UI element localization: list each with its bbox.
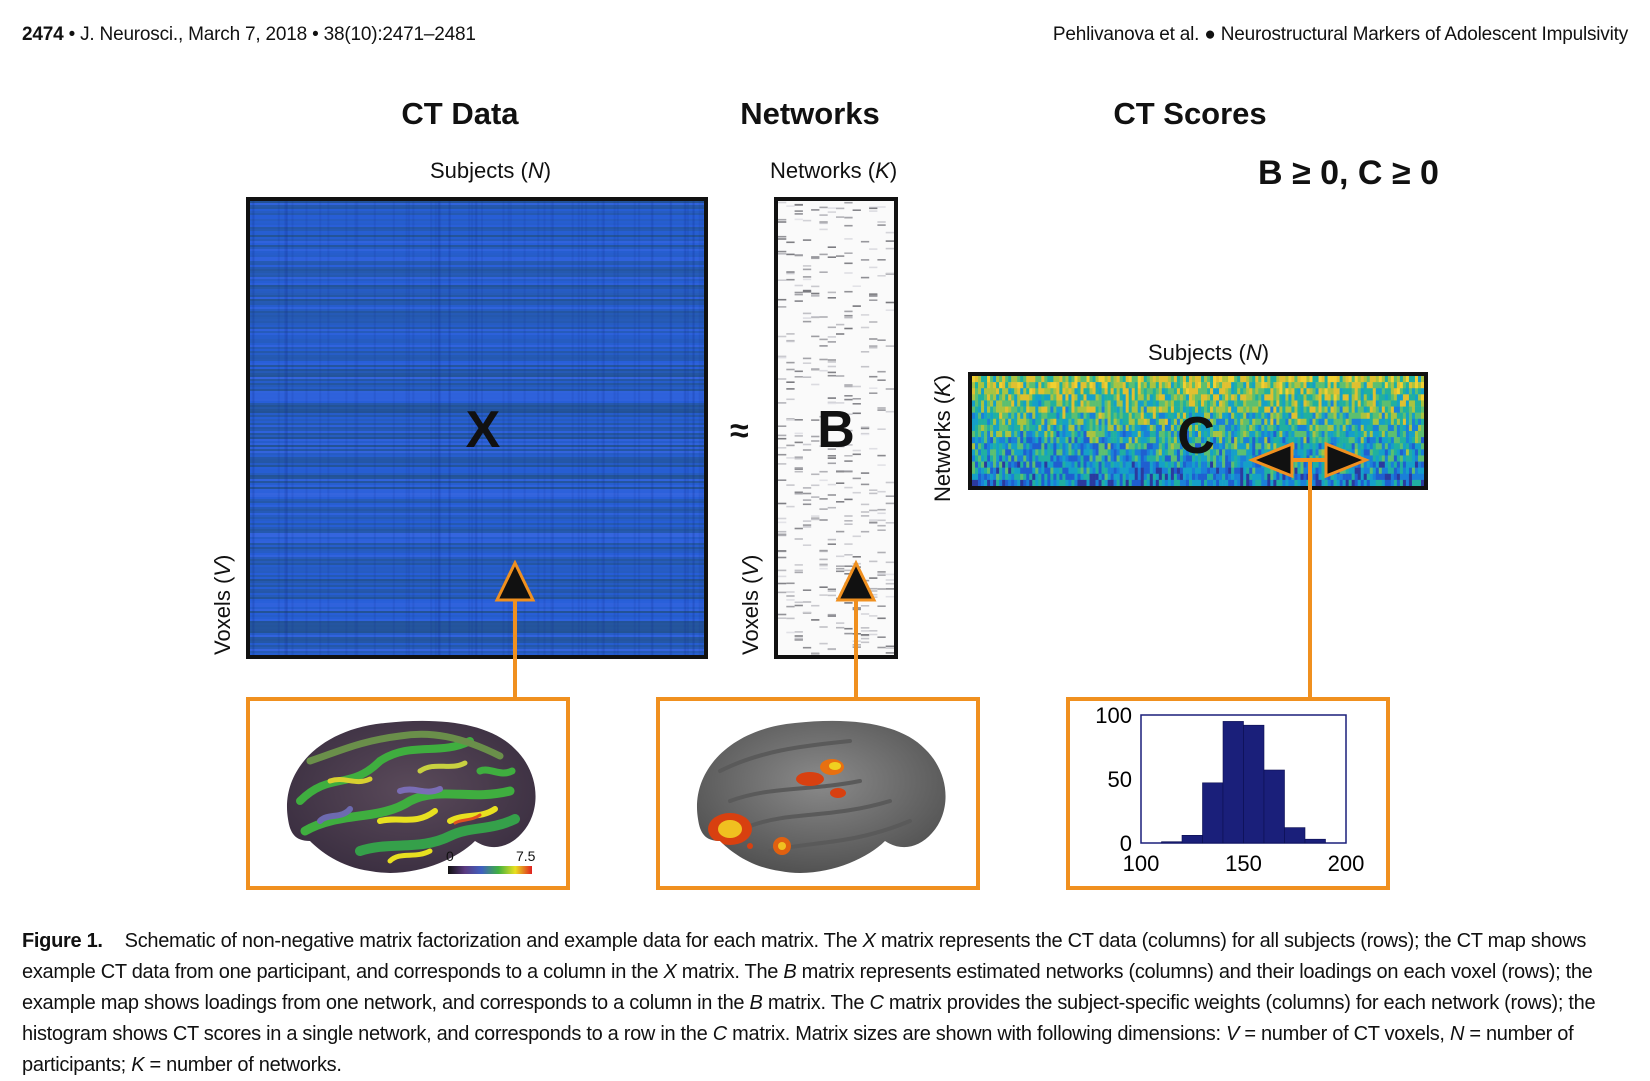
b-connector xyxy=(835,559,877,697)
caption-fragment: = number of networks. xyxy=(144,1054,342,1076)
caption-variable: B xyxy=(749,992,763,1014)
ct-colorbar: 0 7.5 xyxy=(446,848,536,874)
x-matrix-top-label: Subjects (N) xyxy=(430,158,552,183)
histogram-bar xyxy=(1304,838,1326,844)
caption-fragment: Schematic of non-negative matrix factori… xyxy=(124,930,863,952)
c-right-arrow-icon xyxy=(1324,441,1371,479)
histogram-bar xyxy=(1161,841,1183,844)
ct-score-histogram-inset: 100 150 200 0 50 100 xyxy=(1066,697,1390,890)
nonnegativity-constraint: B ≥ 0, C ≥ 0 xyxy=(1258,154,1439,192)
b-matrix-top-label: Networks (K) xyxy=(770,158,898,183)
caption-variable: X xyxy=(862,930,876,952)
network-map-brain-image xyxy=(696,720,946,873)
x-up-arrow-icon xyxy=(494,559,536,602)
b-up-arrow-icon xyxy=(835,559,877,602)
ct-map-inset: 0 7.5 xyxy=(246,697,570,890)
c-matrix-letter: C xyxy=(1177,407,1215,465)
caption-variable: X xyxy=(663,961,677,983)
running-head-right: Pehlivanova et al. ● Neurostructural Mar… xyxy=(1052,24,1628,45)
c-connector xyxy=(1247,441,1371,697)
histogram-bar xyxy=(1202,782,1224,844)
x-matrix xyxy=(246,197,708,659)
caption-variable: B xyxy=(783,961,797,983)
histogram-y-tick-label: 0 xyxy=(1120,831,1132,856)
histogram-bar xyxy=(1181,835,1203,844)
ct-colorbar-max: 7.5 xyxy=(516,848,536,864)
caption-fragment: matrix. The xyxy=(762,992,870,1014)
histogram-x-tick-label: 100 xyxy=(1123,851,1160,876)
header-ct-data: CT Data xyxy=(401,96,519,131)
histogram-y-tick-label: 50 xyxy=(1108,767,1132,792)
caption-fragment: matrix. Matrix sizes are shown with foll… xyxy=(726,1023,1227,1045)
caption-variable: N xyxy=(1449,1023,1465,1045)
caption-fragment: = number of CT voxels, xyxy=(1239,1023,1450,1045)
histogram-x-tick-label: 150 xyxy=(1225,851,1262,876)
histogram-bar xyxy=(1243,724,1265,844)
ct-map-brain-image: 0 7.5 xyxy=(286,720,536,874)
x-connector xyxy=(494,559,536,697)
page-number: 2474 xyxy=(22,24,64,45)
histogram-bar xyxy=(1284,827,1306,844)
caption-variable: K xyxy=(131,1054,145,1076)
c-matrix-top-label: Subjects (N) xyxy=(1148,340,1270,365)
journal-citation: J. Neurosci., March 7, 2018 • 38(10):247… xyxy=(80,24,476,45)
header-ct-scores: CT Scores xyxy=(1113,96,1267,131)
b-matrix-letter: B xyxy=(817,401,855,459)
x-matrix-letter: X xyxy=(465,401,501,459)
histogram-bar xyxy=(1263,769,1285,844)
c-left-arrow-icon xyxy=(1247,441,1294,479)
ct-colorbar-min: 0 xyxy=(446,848,454,864)
header-networks: Networks xyxy=(740,96,880,131)
running-head-left: 2474 • J. Neurosci., March 7, 2018 • 38(… xyxy=(22,24,476,45)
caption-variable: C xyxy=(869,992,884,1014)
figure-label: Figure 1. xyxy=(22,930,103,952)
caption-text: Schematic of non-negative matrix factori… xyxy=(22,930,1596,1076)
caption-fragment: matrix provides the subject-specific wei… xyxy=(22,992,1596,1045)
figure-caption: Figure 1. Schematic of non-negative matri… xyxy=(22,926,1632,1081)
caption-variable: C xyxy=(712,1023,727,1045)
histogram-bar xyxy=(1222,721,1244,844)
caption-fragment: matrix represents estimated networks (co… xyxy=(22,961,1593,1014)
histogram-y-tick-label: 100 xyxy=(1095,703,1132,728)
caption-fragment: = number of participants; xyxy=(22,1023,1574,1076)
caption-fragment: matrix. The xyxy=(676,961,784,983)
histogram-x-tick-label: 200 xyxy=(1328,851,1365,876)
approx-symbol: ≈ xyxy=(730,412,749,450)
ct-score-histogram: 100 150 200 0 50 100 xyxy=(1095,703,1365,876)
c-matrix xyxy=(968,372,1428,490)
caption-variable: V xyxy=(1226,1023,1240,1045)
network-map-inset xyxy=(656,697,980,890)
x-matrix-heatmap xyxy=(250,201,704,655)
c-matrix-heatmap xyxy=(972,376,1424,486)
caption-fragment: matrix represents the CT data (columns) … xyxy=(22,930,1587,983)
